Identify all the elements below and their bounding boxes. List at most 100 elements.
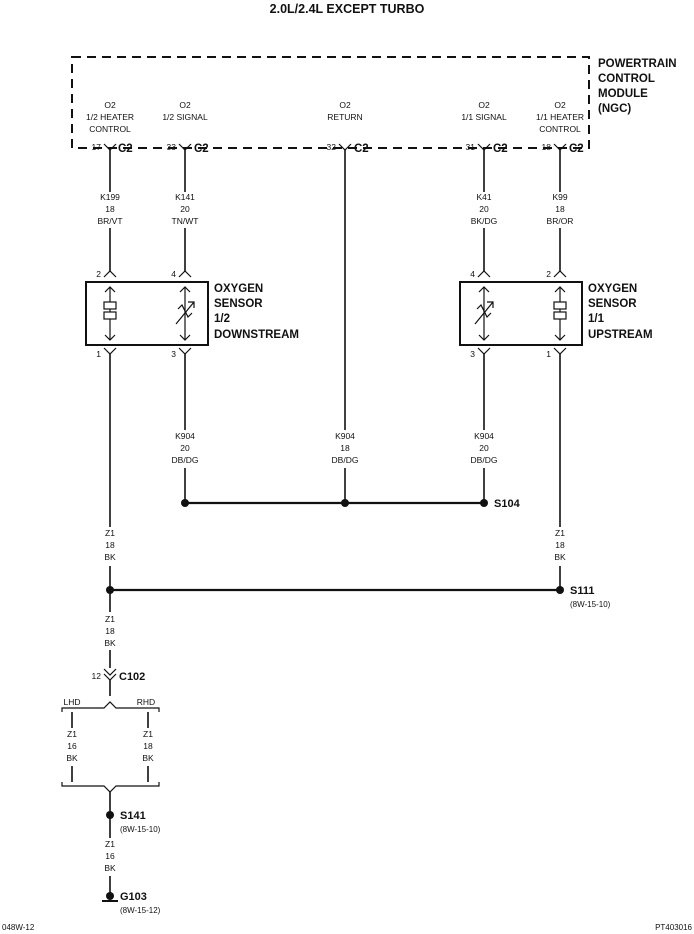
svg-text:RHD: RHD: [137, 697, 155, 707]
svg-text:Z1: Z1: [105, 839, 115, 849]
svg-text:C2: C2: [493, 143, 508, 155]
svg-text:16: 16: [105, 851, 115, 861]
svg-text:33: 33: [167, 142, 177, 152]
svg-text:BK: BK: [104, 638, 116, 648]
svg-text:Z1: Z1: [67, 729, 77, 739]
svg-text:POWERTRAIN: POWERTRAIN: [598, 58, 677, 70]
svg-text:SENSOR: SENSOR: [588, 298, 637, 310]
svg-text:2: 2: [96, 269, 101, 279]
svg-text:OXYGEN: OXYGEN: [588, 283, 637, 295]
svg-text:18: 18: [105, 204, 115, 214]
svg-text:(8W-15-12): (8W-15-12): [120, 906, 161, 915]
svg-text:BK: BK: [104, 863, 116, 873]
svg-text:Z1: Z1: [143, 729, 153, 739]
svg-text:BK: BK: [142, 753, 154, 763]
svg-text:DB/DG: DB/DG: [471, 455, 498, 465]
svg-text:18: 18: [555, 204, 565, 214]
svg-text:1: 1: [546, 349, 551, 359]
svg-text:1/2 HEATER: 1/2 HEATER: [86, 112, 134, 122]
svg-text:K99: K99: [552, 192, 567, 202]
svg-text:18: 18: [105, 540, 115, 550]
svg-text:Z1: Z1: [105, 528, 115, 538]
svg-text:O2: O2: [554, 100, 566, 110]
svg-text:K141: K141: [175, 192, 195, 202]
wire-k141: K141 20 TN/WT: [172, 150, 199, 272]
ground-g103: G103 (8W-15-12): [102, 891, 161, 915]
svg-text:3: 3: [470, 349, 475, 359]
svg-text:1/1 HEATER: 1/1 HEATER: [536, 112, 584, 122]
splice-s111: S111 (8W-15-10): [106, 585, 611, 609]
svg-text:BK: BK: [66, 753, 78, 763]
svg-text:S111: S111: [570, 585, 594, 597]
svg-text:20: 20: [180, 443, 190, 453]
svg-text:20: 20: [479, 443, 489, 453]
svg-text:K41: K41: [476, 192, 491, 202]
svg-text:(8W-15-10): (8W-15-10): [120, 825, 161, 834]
pcm-module-box: [71, 56, 590, 149]
svg-text:UPSTREAM: UPSTREAM: [588, 329, 653, 341]
branch-bracket-bottom: [61, 782, 160, 793]
svg-text:TN/WT: TN/WT: [172, 216, 199, 226]
wire-z1-bottom: Z1 16 BK: [104, 815, 116, 893]
wire-z1-mid: Z1 18 BK: [104, 590, 116, 668]
pcm-module-label: POWERTRAIN CONTROL MODULE (NGC): [598, 58, 677, 115]
svg-text:Z1: Z1: [105, 614, 115, 624]
svg-text:18: 18: [542, 142, 552, 152]
svg-text:CONTROL: CONTROL: [89, 124, 131, 134]
svg-text:K904: K904: [175, 431, 195, 441]
svg-text:18: 18: [143, 741, 153, 751]
svg-text:S141: S141: [120, 810, 146, 822]
pcm-pin-1-2-signal: O2 1/2 SIGNAL 33 C2: [162, 100, 208, 155]
svg-text:16: 16: [67, 741, 77, 751]
svg-text:BR/OR: BR/OR: [547, 216, 574, 226]
svg-text:BK: BK: [554, 552, 566, 562]
svg-text:DB/DG: DB/DG: [172, 455, 199, 465]
svg-text:CONTROL: CONTROL: [598, 73, 655, 85]
wire-k904-right: K904 20 DB/DG: [471, 354, 498, 503]
svg-text:RETURN: RETURN: [327, 112, 362, 122]
svg-text:18: 18: [340, 443, 350, 453]
wire-k99: K99 18 BR/OR: [547, 150, 574, 272]
svg-text:C2: C2: [118, 143, 133, 155]
svg-text:(8W-15-10): (8W-15-10): [570, 600, 611, 609]
svg-text:DB/DG: DB/DG: [332, 455, 359, 465]
branch-bracket-top: [61, 701, 160, 712]
svg-text:BK/DG: BK/DG: [471, 216, 497, 226]
svg-text:2: 2: [546, 269, 551, 279]
svg-text:CONTROL: CONTROL: [539, 124, 581, 134]
svg-text:SENSOR: SENSOR: [214, 298, 263, 310]
svg-text:BR/VT: BR/VT: [97, 216, 122, 226]
svg-text:(NGC): (NGC): [598, 103, 631, 115]
oxygen-sensor-1-1-upstream: 4 2 3 1 OXYGEN SENSOR 1/1 UPSTREAM: [459, 269, 653, 359]
pcm-pin-1-2-heater-control: O2 1/2 HEATER CONTROL 17 C2: [86, 100, 134, 155]
svg-text:20: 20: [180, 204, 190, 214]
svg-text:O2: O2: [179, 100, 191, 110]
wire-z1-left: Z1 18 BK: [104, 354, 116, 590]
footer-right-code: PT403016: [655, 923, 692, 932]
svg-text:12: 12: [92, 671, 102, 681]
svg-text:1/1: 1/1: [588, 313, 605, 325]
diagram-title: 2.0L/2.4L EXCEPT TURBO: [270, 2, 425, 16]
splice-s104: S104: [181, 498, 521, 510]
svg-text:3: 3: [171, 349, 176, 359]
svg-text:32: 32: [327, 142, 337, 152]
wire-k904-return-main: K904 18 DB/DG: [332, 150, 359, 503]
svg-text:K904: K904: [474, 431, 494, 441]
svg-text:1/2: 1/2: [214, 313, 230, 325]
svg-text:1/1 SIGNAL: 1/1 SIGNAL: [461, 112, 507, 122]
svg-text:LHD: LHD: [63, 697, 80, 707]
wire-k904-left: K904 20 DB/DG: [172, 354, 199, 503]
svg-text:18: 18: [105, 626, 115, 636]
svg-text:G103: G103: [120, 891, 147, 903]
svg-text:DOWNSTREAM: DOWNSTREAM: [214, 329, 299, 341]
svg-text:C2: C2: [194, 143, 209, 155]
connector-c102: 12 C102: [92, 668, 145, 696]
svg-text:OXYGEN: OXYGEN: [214, 283, 263, 295]
pcm-pin-1-1-signal: O2 1/1 SIGNAL 31 C2: [461, 100, 507, 155]
svg-text:17: 17: [92, 142, 102, 152]
svg-text:C102: C102: [119, 671, 145, 683]
svg-text:O2: O2: [339, 100, 351, 110]
svg-text:1/2 SIGNAL: 1/2 SIGNAL: [162, 112, 208, 122]
wire-k41: K41 20 BK/DG: [471, 150, 497, 272]
